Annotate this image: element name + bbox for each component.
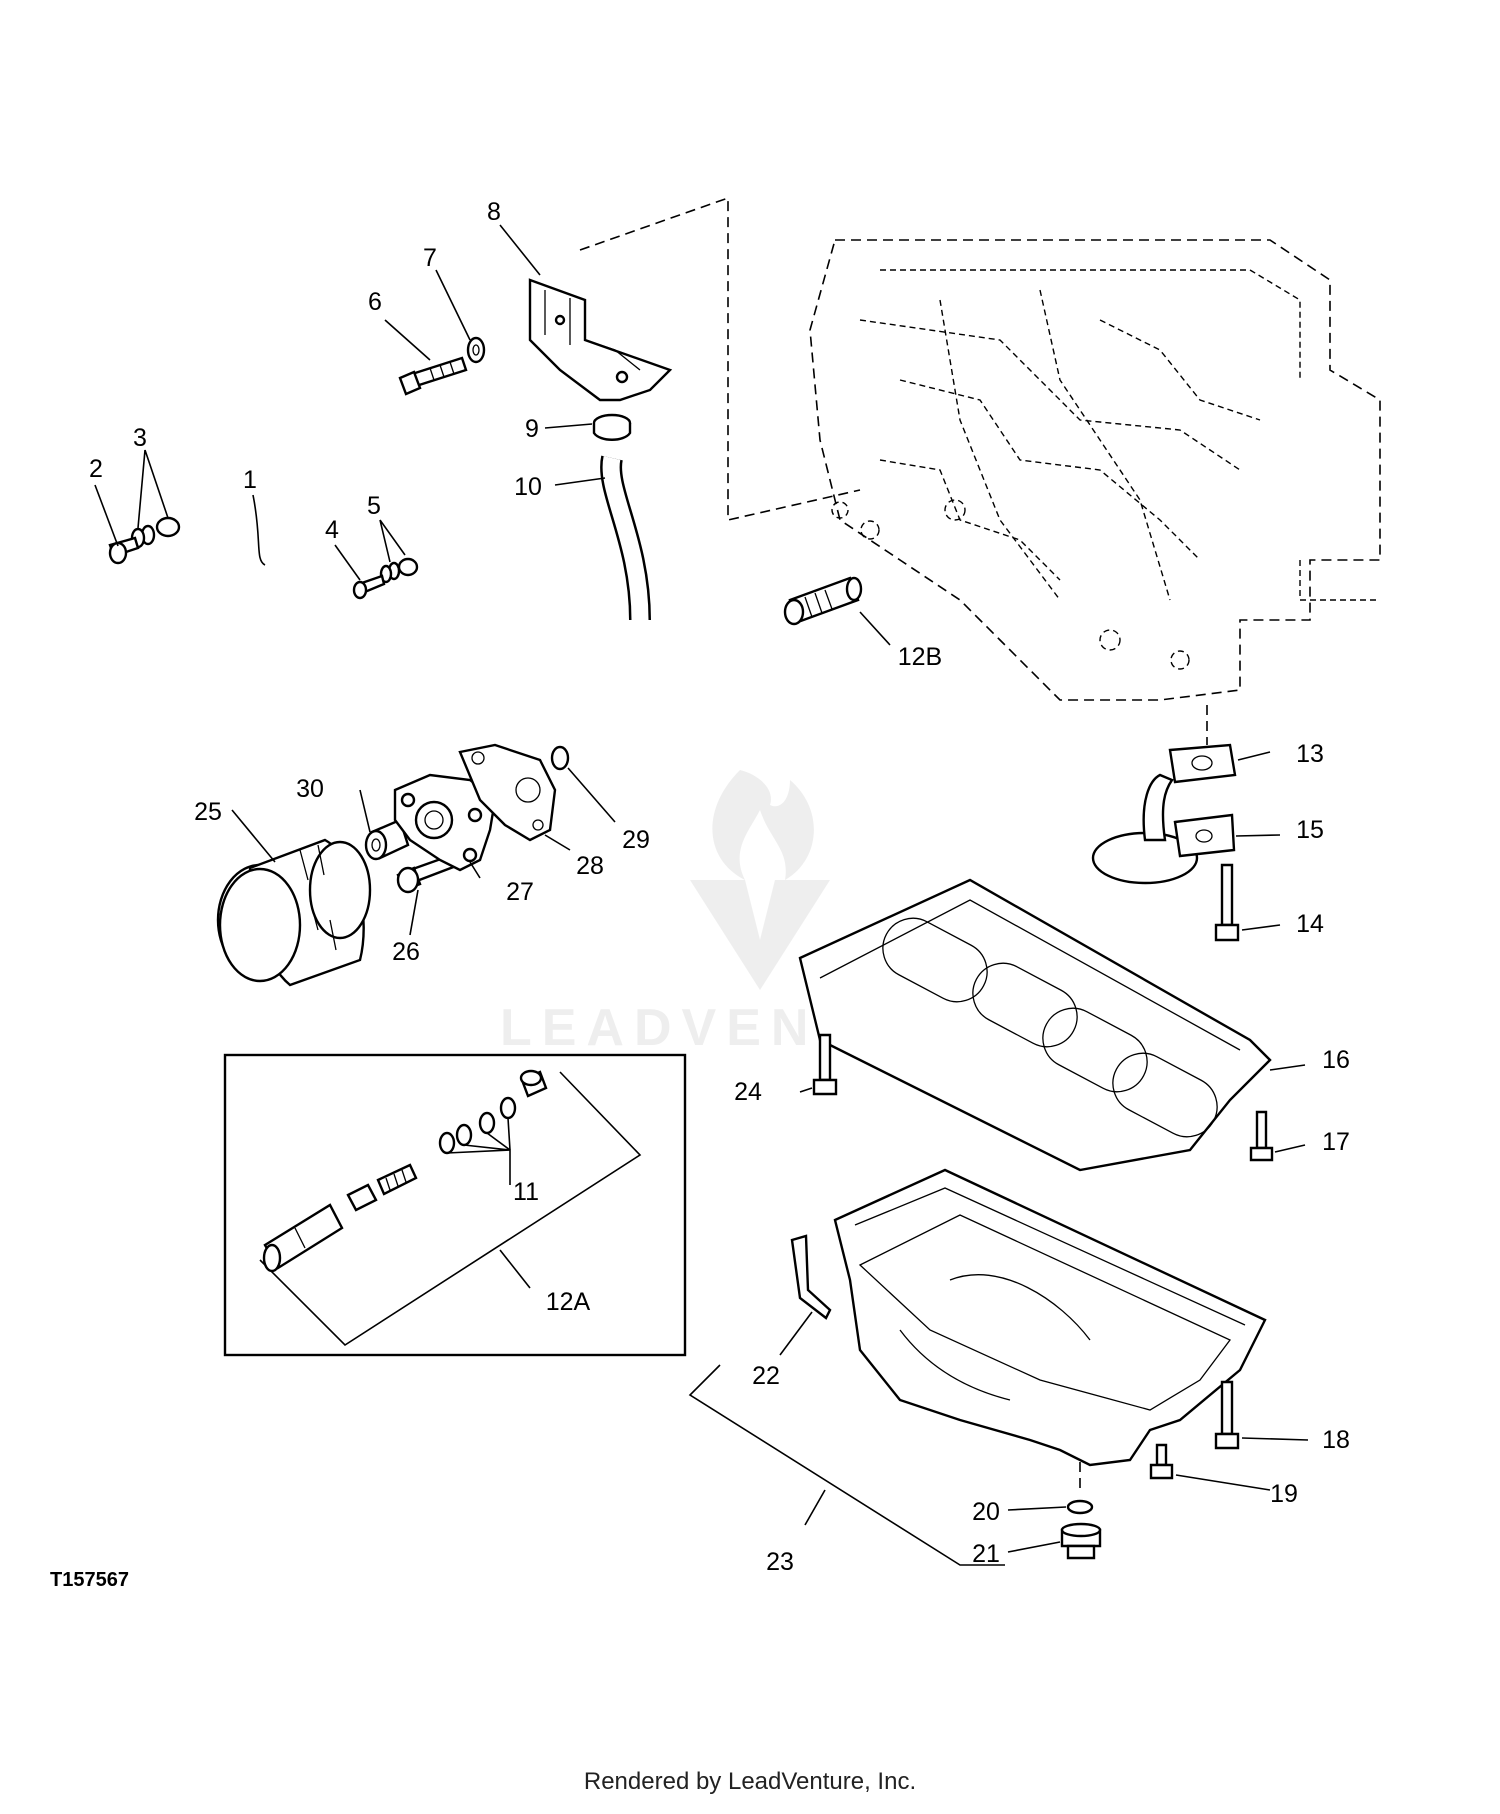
o-ring-29 (550, 745, 570, 771)
callout-28: 28 (576, 852, 604, 880)
callout-6: 6 (368, 288, 382, 316)
callout-13: 13 (1296, 740, 1324, 768)
connector-dashed (579, 196, 861, 522)
callout-22: 22 (752, 1362, 780, 1390)
clamp-9 (592, 413, 632, 441)
seal-ring-20 (1066, 1499, 1094, 1515)
callout-18: 18 (1322, 1426, 1350, 1454)
callout-23: 23 (766, 1548, 794, 1576)
callout-26: 26 (392, 938, 420, 966)
callout-30: 30 (296, 775, 324, 803)
bolt-18 (1214, 1380, 1240, 1450)
leader-lines (94, 224, 1309, 1566)
callout-25: 25 (194, 798, 222, 826)
bolt-17 (1249, 1110, 1274, 1162)
callout-9: 9 (525, 415, 539, 443)
callout-14: 14 (1296, 910, 1324, 938)
callout-5: 5 (367, 492, 381, 520)
bolt-14 (1214, 863, 1240, 942)
bracket-22 (790, 1234, 832, 1320)
banjo-fitting-left (108, 516, 181, 565)
callout-7: 7 (423, 244, 437, 272)
callout-20: 20 (972, 1498, 1000, 1526)
gasket-28 (458, 743, 557, 842)
bolt-24 (812, 1033, 838, 1096)
inset-box-12a (223, 1053, 687, 1357)
engine-block (809, 239, 1381, 701)
nut-30 (364, 818, 410, 861)
callout-19: 19 (1270, 1480, 1298, 1508)
callout-labels: 1 2 3 4 5 6 7 8 9 10 11 12A 12B 13 14 15… (89, 198, 1350, 1576)
bolt-19 (1149, 1443, 1174, 1480)
washer-7 (466, 336, 486, 364)
callout-12b: 12B (898, 643, 942, 671)
callout-11: 11 (513, 1178, 539, 1206)
drain-plug-21 (1060, 1522, 1102, 1560)
figure-id: T157567 (50, 1569, 129, 1591)
frame-16 (798, 878, 1272, 1172)
callout-17: 17 (1322, 1128, 1350, 1156)
suction-pipe-15 (1091, 773, 1236, 885)
bolt-6 (398, 356, 468, 396)
callout-4: 4 (325, 516, 339, 544)
oil-pan-23 (833, 1168, 1267, 1467)
callout-15: 15 (1296, 816, 1324, 844)
callout-3: 3 (133, 424, 147, 452)
oil-filter-25 (216, 838, 372, 987)
banjo-fitting-right (352, 557, 419, 600)
adapter-27 (393, 773, 497, 872)
bracket-8 (528, 278, 673, 402)
callout-27: 27 (506, 878, 534, 906)
footer-credit: Rendered by LeadVenture, Inc. (583, 1768, 917, 1795)
gasket-13 (1168, 743, 1237, 784)
callout-1: 1 (243, 466, 257, 494)
valve-12b (783, 576, 863, 626)
callout-2: 2 (89, 455, 103, 483)
callout-29: 29 (622, 826, 650, 854)
callout-8: 8 (487, 198, 501, 226)
callout-12a: 12A (546, 1288, 591, 1316)
callout-24: 24 (734, 1078, 762, 1106)
callout-10: 10 (514, 473, 542, 501)
callout-21: 21 (972, 1540, 1000, 1568)
callout-16: 16 (1322, 1046, 1350, 1074)
